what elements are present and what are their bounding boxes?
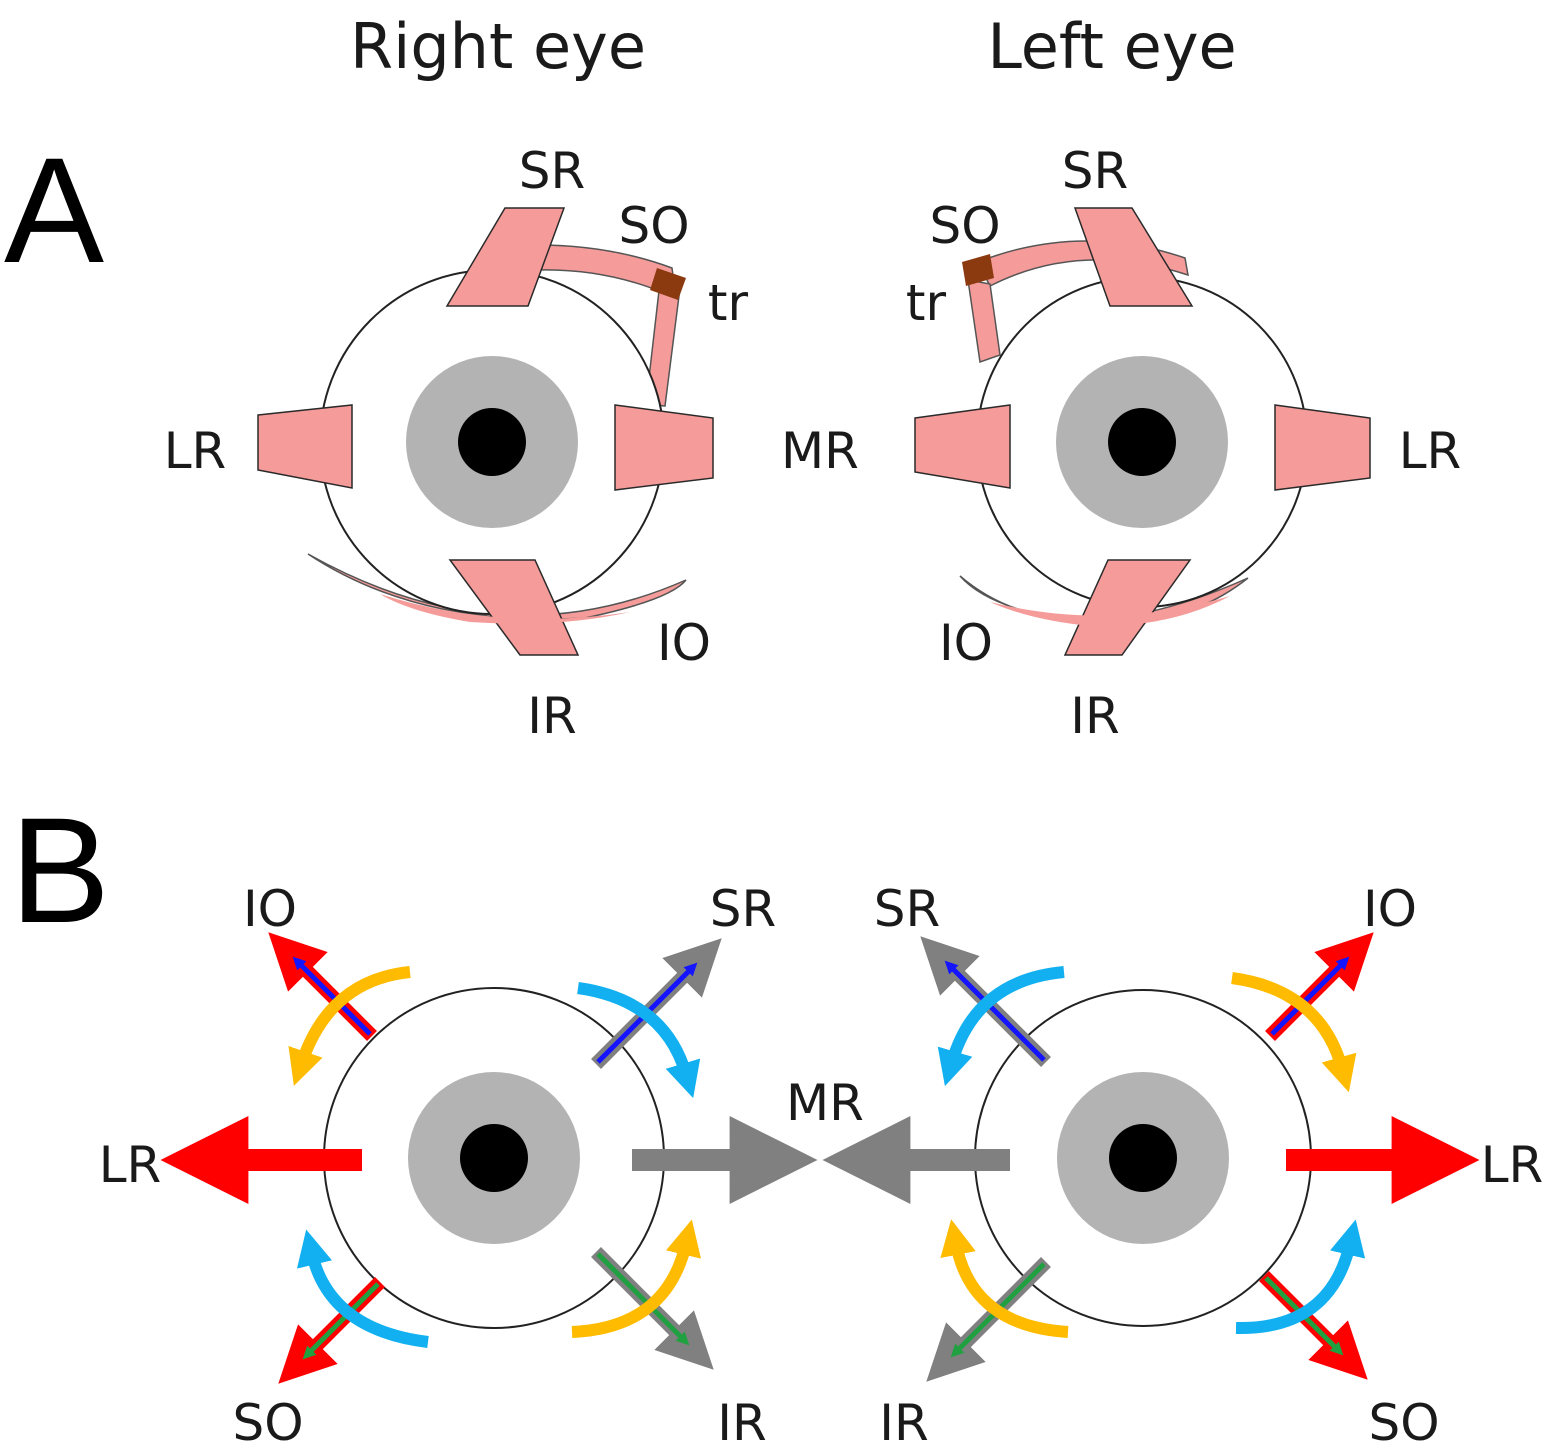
b-right-sr-label: SR: [710, 880, 776, 938]
io-muscle-left-front: [990, 596, 1230, 627]
left-eye-title: Left eye: [987, 10, 1236, 83]
mr-muscle-right: [614, 404, 714, 491]
lr-muscle-right: [257, 404, 353, 489]
a-left-lr-label: LR: [1399, 422, 1462, 480]
panel-b-right-eye: [160, 932, 818, 1384]
panel-a-right-eye: [257, 207, 714, 656]
ir-muscle-right: [448, 559, 580, 656]
a-right-tr-label: tr: [708, 274, 749, 332]
ir-inner-arrow-right: [596, 1252, 690, 1346]
so-inner-arrow-right: [302, 1282, 380, 1360]
a-left-tr-label: tr: [906, 274, 947, 332]
pupil-right-a: [458, 408, 526, 476]
io-inner-arrow-left: [1270, 956, 1350, 1036]
io-torsion-arc-right: [288, 966, 411, 1086]
io-torsion-arc-left: [1231, 972, 1357, 1093]
a-left-ir-label: IR: [1070, 687, 1120, 745]
b-left-so-label: SO: [1368, 1394, 1439, 1452]
a-left-so-label: SO: [929, 197, 1000, 255]
a-mr-label: MR: [781, 422, 859, 480]
b-left-lr-label: LR: [1481, 1136, 1544, 1194]
b-left-sr-label: SR: [874, 880, 940, 938]
ir-torsion-arc-left: [940, 1219, 1069, 1338]
so-torsion-arc-left: [1235, 1219, 1366, 1335]
sr-muscle-left: [1073, 207, 1194, 307]
sr-torsion-arc-right: [577, 982, 701, 1099]
a-right-ir-label: IR: [527, 687, 577, 745]
a-left-sr-label: SR: [1062, 142, 1128, 200]
trochlea-right: [650, 268, 686, 300]
a-right-lr-label: LR: [164, 422, 227, 480]
sr-muscle-right: [445, 207, 566, 307]
so-muscle-left: [967, 279, 1001, 364]
b-right-ir-label: IR: [717, 1394, 767, 1452]
right-eye-title: Right eye: [350, 10, 646, 83]
a-right-so-label: SO: [618, 197, 689, 255]
pupil-left-b: [1109, 1124, 1177, 1192]
b-right-io-label: IO: [243, 880, 297, 938]
b-right-lr-label: LR: [99, 1136, 162, 1194]
b-left-ir-label: IR: [879, 1394, 929, 1452]
b-right-so-label: SO: [232, 1394, 303, 1452]
trochlea-left: [962, 254, 994, 286]
pupil-right-b: [460, 1124, 528, 1192]
panel-a-left-eye: [914, 207, 1371, 656]
b-left-io-label: IO: [1363, 880, 1417, 938]
panel-b-label: B: [10, 786, 110, 954]
ir-torsion-arc-right: [571, 1219, 702, 1338]
a-right-sr-label: SR: [519, 142, 585, 200]
mr-muscle-left: [914, 404, 1011, 489]
io-muscle-right-front: [380, 594, 630, 624]
so-torsion-arc-right: [296, 1229, 429, 1348]
sr-torsion-arc-left: [937, 966, 1065, 1087]
panel-a-label: A: [4, 126, 104, 294]
a-left-io-label: IO: [939, 614, 993, 672]
pupil-left-a: [1108, 408, 1176, 476]
panel-b-left-eye: [822, 932, 1480, 1382]
lr-muscle-left: [1274, 404, 1371, 491]
a-right-io-label: IO: [657, 614, 711, 672]
b-mr-label: MR: [786, 1074, 864, 1132]
sr-inner-arrow-left: [944, 960, 1046, 1062]
